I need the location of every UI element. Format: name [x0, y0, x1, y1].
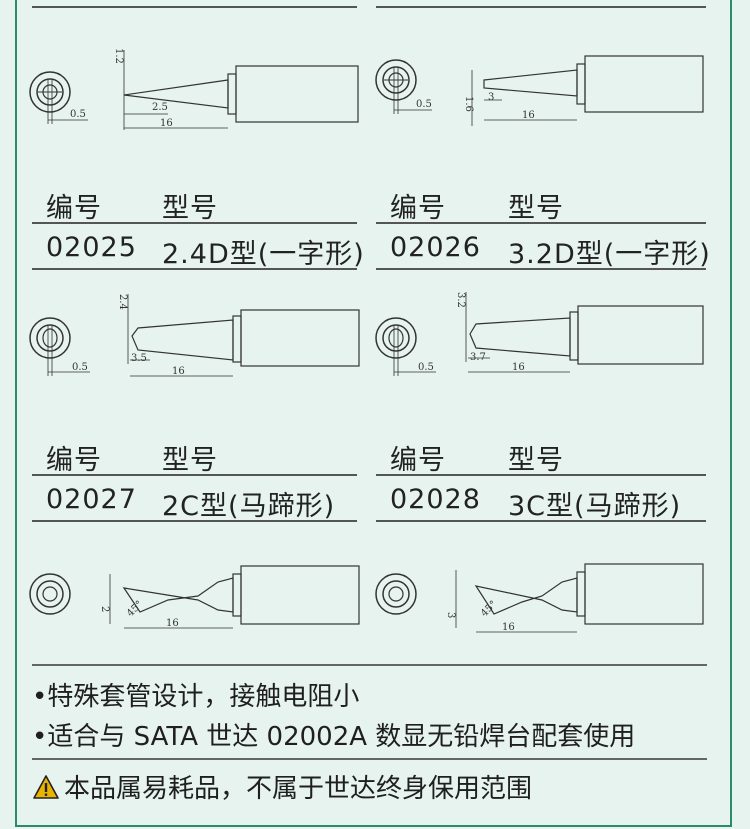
code-header-4: 编号 — [390, 445, 446, 476]
svg-text:0.5: 0.5 — [70, 109, 86, 120]
catalog-frame — [15, 0, 732, 827]
svg-text:16: 16 — [502, 622, 515, 633]
row-rule — [32, 222, 357, 224]
top-rule-right — [376, 0, 706, 8]
svg-text:45°: 45° — [479, 599, 499, 619]
model-header-3: 型号 — [162, 445, 218, 476]
product-code-02027: 02027 — [46, 484, 137, 515]
code-header-1: 编号 — [46, 193, 102, 224]
row-rule — [376, 222, 706, 224]
bullet-dot: • — [32, 722, 48, 752]
tip-drawing-r2-left: 0.5 2.4 3.5 16 — [28, 290, 363, 390]
product-code-02026: 02026 — [390, 232, 481, 263]
bullet-dot: • — [32, 682, 48, 712]
svg-text:16: 16 — [512, 362, 525, 373]
product-model-02028: 3C型(马蹄形) — [508, 491, 682, 522]
section-divider — [32, 664, 707, 666]
svg-text:3.5: 3.5 — [131, 353, 147, 364]
section-divider — [32, 758, 707, 760]
warning-triangle-icon — [33, 774, 59, 799]
tip-drawing-r3-right: 3 45° 16 — [372, 552, 707, 642]
svg-text:0.5: 0.5 — [416, 99, 432, 110]
warning-text: 本品属易耗品，不属于世达终身保用范围 — [64, 774, 533, 804]
svg-text:0.5: 0.5 — [418, 362, 434, 373]
feature-1: •特殊套管设计，接触电阻小 — [32, 682, 360, 712]
product-model-02025: 2.4D型(一字形) — [162, 239, 365, 270]
top-rule-left — [32, 0, 357, 8]
svg-text:3: 3 — [445, 612, 456, 618]
code-header-3: 编号 — [46, 445, 102, 476]
svg-text:16: 16 — [522, 110, 535, 121]
feature-2: •适合与 SATA 世达 02002A 数显无铅焊台配套使用 — [32, 722, 636, 752]
tip-drawing-r1-right: 0.5 1.6 3 16 — [372, 40, 707, 140]
row-rule — [32, 520, 357, 522]
tip-drawing-r2-right: 0.5 3.2 3.7 16 — [372, 290, 707, 390]
svg-text:0.5: 0.5 — [72, 362, 88, 373]
row-rule — [376, 520, 706, 522]
row-rule — [32, 474, 357, 476]
svg-text:3: 3 — [488, 92, 494, 103]
svg-text:45°: 45° — [125, 599, 145, 619]
row-rule — [32, 268, 357, 270]
svg-text:16: 16 — [172, 366, 185, 377]
product-model-02027: 2C型(马蹄形) — [162, 491, 336, 522]
svg-text:2.5: 2.5 — [152, 102, 168, 113]
svg-text:2.4: 2.4 — [117, 294, 128, 310]
model-header-1: 型号 — [162, 193, 218, 224]
svg-text:3.2: 3.2 — [455, 292, 466, 308]
product-code-02028: 02028 — [390, 484, 481, 515]
svg-text:2: 2 — [99, 606, 110, 612]
svg-text:1.6: 1.6 — [463, 96, 474, 112]
tip-drawing-r1-left: 0.5 1.2 2.5 16 — [28, 40, 363, 140]
row-rule — [376, 268, 706, 270]
model-header-4: 型号 — [508, 445, 564, 476]
svg-text:16: 16 — [166, 618, 179, 629]
row-rule — [376, 474, 706, 476]
svg-text:3.7: 3.7 — [470, 352, 486, 363]
product-model-02026: 3.2D型(一字形) — [508, 239, 711, 270]
tip-drawing-r3-left: 2 45° 16 — [28, 552, 363, 642]
code-header-2: 编号 — [390, 193, 446, 224]
svg-text:16: 16 — [160, 118, 173, 129]
warning-note: 本品属易耗品，不属于世达终身保用范围 — [32, 768, 532, 805]
model-header-2: 型号 — [508, 193, 564, 224]
product-code-02025: 02025 — [46, 232, 137, 263]
svg-text:1.2: 1.2 — [113, 48, 124, 64]
